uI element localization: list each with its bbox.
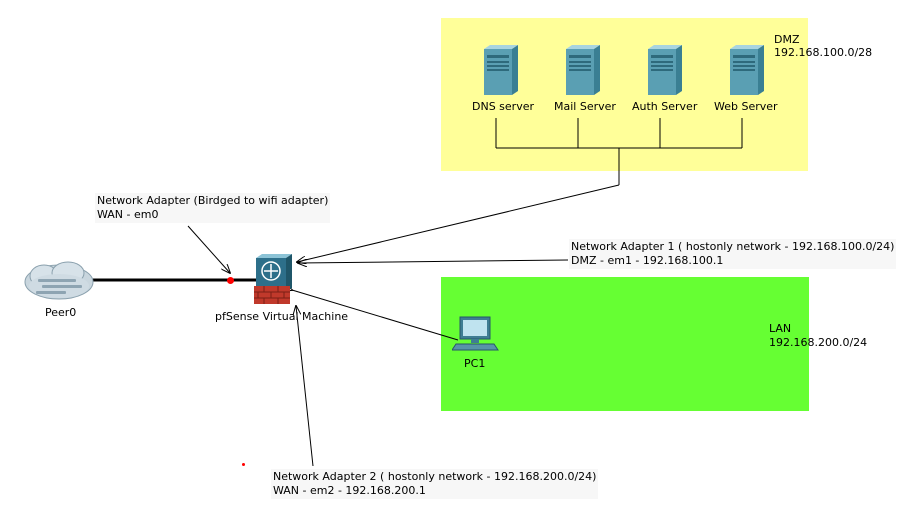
server-auth[interactable]: Auth Server: [630, 43, 700, 118]
dmz-note-line1: Network Adapter 1 ( hostonly network - 1…: [571, 240, 895, 253]
dmz-to-firewall-arrow: [297, 184, 620, 262]
server-label: DNS server: [472, 100, 534, 113]
wan-note-arrow: [187, 225, 230, 273]
dmz-adapter-note: Network Adapter 1 ( hostonly network - 1…: [569, 239, 897, 269]
wan-note-line2: WAN - em0: [97, 208, 159, 221]
firewall-node[interactable]: pfSense Virtual Machine: [196, 252, 349, 326]
server-label: Web Server: [714, 100, 778, 113]
server-web[interactable]: Web Server: [712, 43, 782, 118]
peer-label: Peer0: [45, 306, 77, 319]
cloud-icon: [24, 261, 94, 300]
wan-note-line1: Network Adapter (Birdged to wifi adapter…: [97, 194, 329, 207]
server-mail[interactable]: Mail Server: [548, 43, 618, 118]
lan-note-arrow: [296, 306, 314, 467]
peer-node[interactable]: Peer0: [22, 258, 96, 324]
pc-node[interactable]: PC1: [451, 314, 502, 372]
lan-adapter-note: Network Adapter 2 ( hostonly network - 1…: [271, 469, 599, 499]
server-icon: [566, 45, 600, 95]
dmz-zone-subnet: 192.168.100.0/28: [774, 46, 873, 59]
server-icon: [484, 45, 518, 95]
lan-zone: [441, 277, 809, 411]
dmz-zone-name: DMZ: [774, 33, 800, 46]
pc-label: PC1: [464, 357, 486, 370]
server-icon: [730, 45, 764, 95]
server-icon: [648, 45, 682, 95]
firewall-router-icon: [254, 254, 292, 304]
firewall-label: pfSense Virtual Machine: [215, 310, 349, 323]
server-label: Mail Server: [554, 100, 616, 113]
server-dns[interactable]: DNS server: [466, 43, 534, 118]
lan-zone-name: LAN: [769, 322, 792, 335]
wan-adapter-note: Network Adapter (Birdged to wifi adapter…: [95, 193, 331, 223]
lan-zone-subnet: 192.168.200.0/24: [769, 336, 868, 349]
server-label: Auth Server: [632, 100, 698, 113]
link-dot: [227, 277, 234, 284]
lan-note-line2: WAN - em2 - 192.168.200.1: [273, 484, 426, 497]
lan-link: [292, 290, 459, 341]
dmz-note-line2: DMZ - em1 - 192.168.100.1: [571, 254, 724, 267]
dmz-switch-bus: [495, 118, 743, 185]
dmz-note-arrow: [298, 260, 569, 263]
link-dot-small: [242, 463, 245, 466]
lan-note-line1: Network Adapter 2 ( hostonly network - 1…: [273, 470, 597, 483]
pc-icon: [451, 316, 499, 351]
